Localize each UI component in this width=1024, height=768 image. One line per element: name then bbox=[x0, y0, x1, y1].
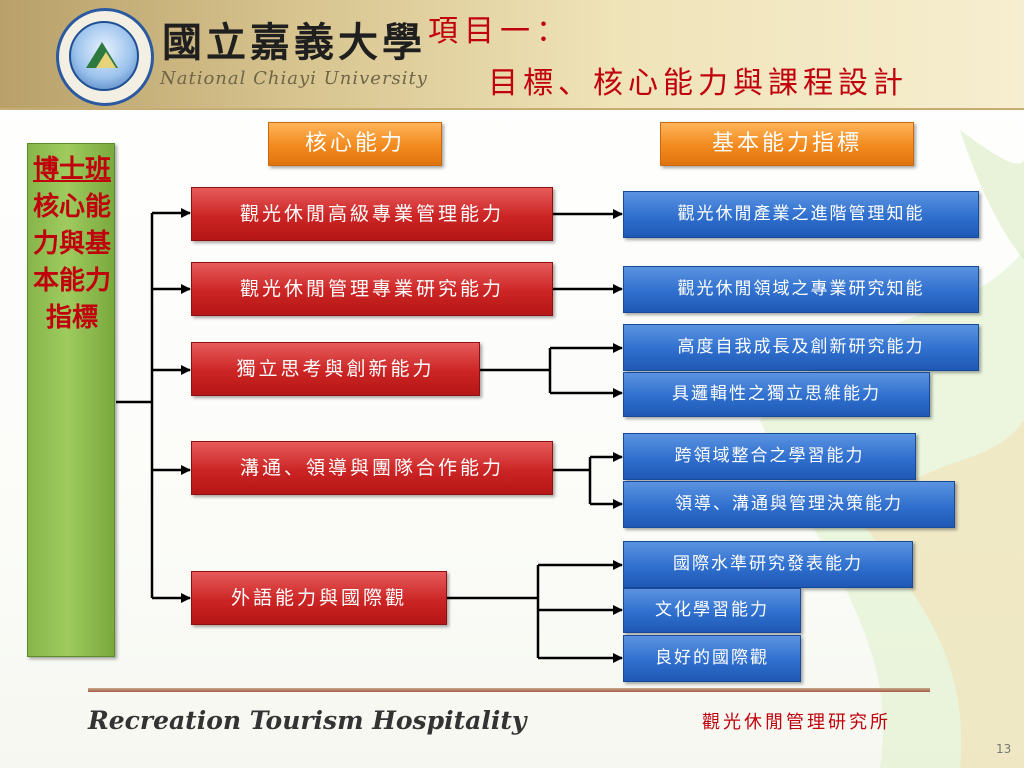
department-name: 觀光休閒管理研究所 bbox=[702, 712, 891, 733]
footer-slogan: Recreation Tourism Hospitality bbox=[88, 706, 527, 735]
slide-title-line2: 目標、核心能力與課程設計 bbox=[488, 66, 908, 101]
indicator-6: 領導、溝通與管理決策能力 bbox=[623, 481, 955, 528]
basic-ability-indicator-header: 基本能力指標 bbox=[660, 122, 914, 166]
university-english-name: National Chiayi University bbox=[160, 68, 428, 89]
core-ability-3: 獨立思考與創新能力 bbox=[191, 342, 480, 396]
indicator-9: 良好的國際觀 bbox=[623, 635, 801, 682]
page-number: 13 bbox=[996, 742, 1012, 756]
core-ability-5: 外語能力與國際觀 bbox=[191, 571, 447, 625]
indicator-2: 觀光休閒領域之專業研究知能 bbox=[623, 266, 979, 313]
core-ability-indicator-label: 核心能力與基本能力指標 bbox=[32, 192, 111, 333]
university-logo-icon bbox=[56, 8, 154, 106]
doctoral-program-label: 博士班 bbox=[32, 155, 111, 185]
footer-divider bbox=[88, 688, 930, 692]
indicator-4: 具邏輯性之獨立思維能力 bbox=[623, 372, 930, 417]
indicator-7: 國際水準研究發表能力 bbox=[623, 541, 913, 588]
university-name: 國立嘉義大學 bbox=[162, 19, 426, 66]
slide-title-line1: 項目一： bbox=[428, 14, 572, 49]
indicator-8: 文化學習能力 bbox=[623, 588, 801, 633]
indicator-5: 跨領域整合之學習能力 bbox=[623, 433, 916, 480]
core-ability-2: 觀光休閒管理專業研究能力 bbox=[191, 262, 553, 316]
core-ability-1: 觀光休閒高級專業管理能力 bbox=[191, 187, 553, 241]
indicator-1: 觀光休閒產業之進階管理知能 bbox=[623, 191, 979, 238]
indicator-3: 高度自我成長及創新研究能力 bbox=[623, 324, 979, 371]
header-banner: 國立嘉義大學 National Chiayi University 項目一： 目… bbox=[0, 0, 1024, 110]
core-ability-4: 溝通、領導與團隊合作能力 bbox=[191, 441, 553, 495]
core-ability-header: 核心能力 bbox=[268, 122, 442, 166]
doctoral-core-ability-box: 博士班核心能力與基本能力指標 bbox=[27, 143, 115, 657]
